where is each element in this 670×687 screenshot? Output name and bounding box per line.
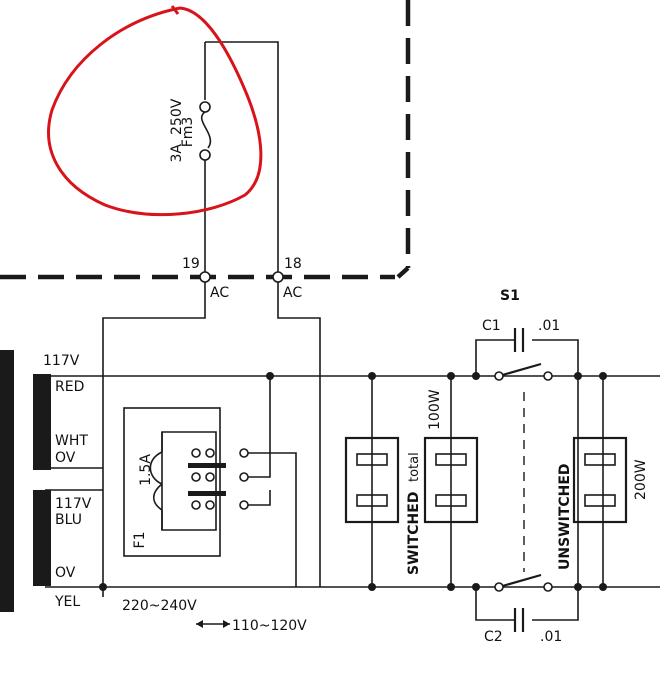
c2-label: C2 [484,629,503,645]
fuse-fm3-current: 3A [169,144,185,163]
c1-label: C1 [482,318,501,334]
tap-0v-mid: OV [55,450,76,466]
terminal-19-ac: AC [210,285,229,301]
unswitched-watts: 200W [633,459,649,500]
terminal-19-label: 19 [182,256,200,272]
unswitched-label: UNSWITCHED [557,463,573,570]
wire-red-label: RED [55,379,84,395]
red-annotation-circle [47,5,263,217]
c2-value: .01 [540,629,562,645]
tap-117v-top: 117V [43,353,80,369]
fuse-fm3: Fm3 250V 3A [169,41,279,274]
tap-117v-bot: 117V [55,496,92,512]
wire-blu-label: BLU [55,512,82,528]
switch-s1-label: S1 [500,288,520,304]
transformer-primary: 117V RED WHT OV 117V BLU OV YEL [0,350,660,612]
ac-terminals: 19 18 AC AC [102,256,321,597]
chassis-boundary [0,0,411,280]
wire-yel-label: YEL [54,594,80,610]
c1-value: .01 [538,318,560,334]
range-low-label: 110~120V [232,618,307,634]
switched-label: SWITCHED [406,492,422,575]
switched-watts: 100W [427,389,443,430]
voltage-selector: 1.5A F1 220~240V 110~120V [122,376,307,634]
selector-fuse-rating: 1.5A [138,454,154,486]
switched-total-label: total [407,452,422,482]
range-high-label: 220~240V [122,598,197,614]
switched-outlets: SWITCHED total 100W [344,376,479,587]
fuse-fm3-voltage: 250V [169,98,185,135]
terminal-18-ac: AC [283,285,302,301]
tap-0v-bot: OV [55,565,76,581]
unswitched-outlet: UNSWITCHED 200W [557,376,649,587]
switch-s1: S1 C1 .01 C2 .01 [475,288,579,645]
fuse-fm3-name: Fm3 [180,117,196,148]
terminal-18-label: 18 [284,256,302,272]
selector-fuse-name: F1 [132,532,148,549]
wire-wht-label: WHT [55,433,88,449]
rail-junctions [99,372,607,591]
